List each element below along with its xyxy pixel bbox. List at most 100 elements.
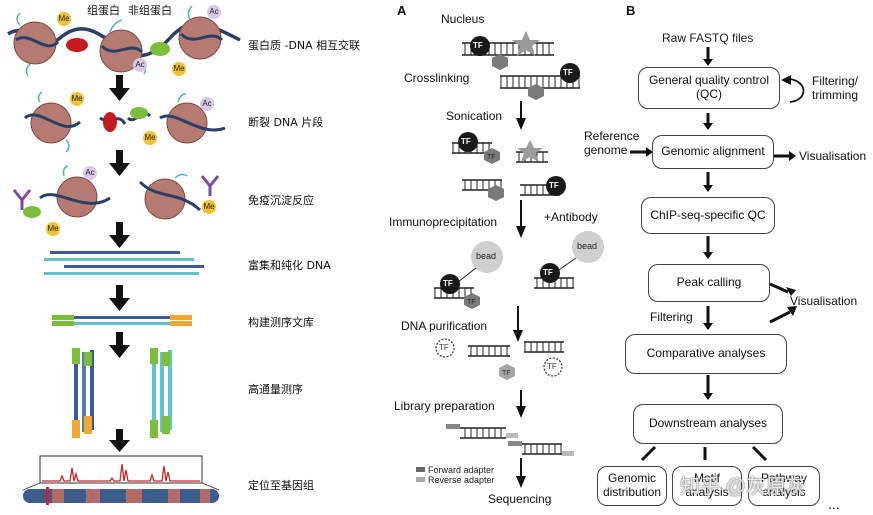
step-label-mapping: 定位至基因组 [248, 479, 314, 492]
antibody-1 [12, 189, 32, 210]
legend-forward-label: Forward adapter [428, 465, 495, 475]
adapter-orange-right-2 [170, 321, 192, 326]
tf-digested-2 [543, 357, 563, 377]
dna-fragment-4 [159, 114, 226, 132]
box-general-qc: General quality control (QC) [638, 67, 780, 109]
tf-label-digested-2: TF [547, 362, 557, 371]
chromosome-bands [52, 489, 210, 503]
arrow-a4-head [516, 406, 526, 418]
tf-label-ip-1: TF [443, 279, 453, 288]
green-protein-3 [23, 206, 41, 218]
green-protein-1 [150, 42, 170, 56]
box-genomic-distribution: Genomic distribution [597, 466, 667, 506]
panel-b-header: B [626, 3, 636, 18]
arrow-4-head [109, 298, 130, 311]
bead-2 [572, 231, 604, 263]
raw-fastq-label: Raw FASTQ files [662, 31, 754, 45]
arrow-6-shaft [116, 429, 123, 441]
hex-protein-nucleus [492, 54, 508, 70]
bead-label-2: bead [577, 241, 598, 251]
arrow-4-shaft [116, 285, 123, 299]
box-downstream: Downstream analyses [633, 404, 783, 444]
legend-forward-swatch [416, 467, 425, 472]
arrow-6-head [109, 440, 130, 452]
green-protein-2 [130, 107, 148, 119]
visualisation-label-1: Visualisation [799, 149, 867, 163]
label-immunoprecipitation: Immunoprecipitation [389, 215, 498, 229]
panel-a-header: A [397, 3, 407, 18]
box-comparative: Comparative analyses [625, 334, 787, 374]
sequencing-cluster-left [72, 348, 94, 438]
zoom-line-right [201, 482, 220, 491]
arrow-1-shaft [116, 75, 123, 89]
box-pathway-analysis: Pathway analysis [748, 466, 820, 506]
bead-tether-1 [457, 267, 477, 283]
box-chipseq-qc: ChIP-seq-specific QC [641, 197, 775, 234]
tf-label-nucleus: TF [473, 41, 483, 50]
adapter-green-left [52, 315, 74, 320]
box-motif-analysis: Motif analysis [672, 466, 742, 506]
legend-reverse-swatch [416, 477, 425, 482]
antibody-2 [200, 175, 220, 196]
sequencing-cluster-right [150, 348, 172, 438]
tf-label-crosslink: TF [563, 68, 573, 77]
tf-ip-2 [540, 263, 560, 283]
tf-label-digested-1: TF [439, 343, 449, 352]
arrow-2-shaft [116, 150, 123, 164]
watermark: 知乎 @灰原灰 [680, 476, 806, 498]
tf-label-hex-ip: TF [467, 299, 476, 306]
ac-badge-4: Ac [83, 166, 97, 180]
peak-track-frame [39, 455, 203, 484]
tf-label-sonic-1: TF [461, 137, 471, 146]
zoom-line-left [22, 482, 41, 491]
filtering-label: Filtering [650, 310, 693, 324]
hex-digested [499, 364, 515, 380]
arrow-2-head [109, 163, 130, 176]
histone-tails-row3 [62, 165, 188, 179]
library-strand-2 [52, 322, 192, 325]
histone-4 [30, 102, 72, 144]
chromosome-locus-marker [46, 487, 49, 505]
me-badge-3: Me [70, 92, 84, 106]
box-peak-calling: Peak calling [648, 264, 770, 302]
box-genomic-alignment: Genomic alignment [652, 135, 774, 169]
red-protein-2 [103, 112, 117, 132]
library-fragments [446, 424, 574, 456]
label-sonication: Sonication [446, 109, 503, 123]
arrow-5-shaft [116, 332, 123, 346]
filter-loop-head [781, 75, 791, 85]
tf-label-sonic-2: TF [549, 181, 559, 190]
dna-wrap-2 [100, 44, 144, 54]
enriched-strand-1 [50, 251, 180, 254]
bead-label-1: bead [476, 251, 497, 261]
tf-sonic-1 [458, 132, 478, 152]
arrow-a2-head [516, 226, 526, 238]
ellipsis-label: ... [828, 496, 840, 512]
star-protein-sonic [517, 140, 543, 162]
peak-signal [42, 463, 200, 482]
red-protein-1 [66, 38, 88, 52]
hex-ip [464, 293, 480, 309]
step-label-enrich: 富集和纯化 DNA [248, 259, 331, 272]
me-badge-1: Me [57, 12, 71, 26]
histone-tails-row2 [37, 91, 187, 153]
tf-ip-1 [440, 274, 460, 294]
dna-ip-1 [39, 193, 111, 205]
enriched-strand-3 [64, 265, 204, 268]
non-histone-label: 非组蛋白 [128, 4, 172, 17]
step-label-sequencing: 高通量测序 [248, 383, 303, 396]
hex-sonic-2 [488, 185, 504, 201]
histone-label: 组蛋白 [87, 4, 120, 17]
arrow-5-head [109, 345, 130, 358]
label-nucleus: Nucleus [441, 12, 485, 26]
library-strand-1 [52, 316, 192, 319]
me-badge-4: Me [143, 131, 157, 145]
filtering-trimming-label: Filtering/ trimming [812, 74, 859, 102]
tf-sonic-2 [546, 176, 566, 196]
label-sequencing: Sequencing [488, 492, 552, 506]
enriched-strand-4 [44, 272, 199, 275]
hex-sonic-1 [484, 148, 500, 164]
dna-ip-2 [138, 180, 202, 212]
arrow-1-head [109, 88, 130, 101]
